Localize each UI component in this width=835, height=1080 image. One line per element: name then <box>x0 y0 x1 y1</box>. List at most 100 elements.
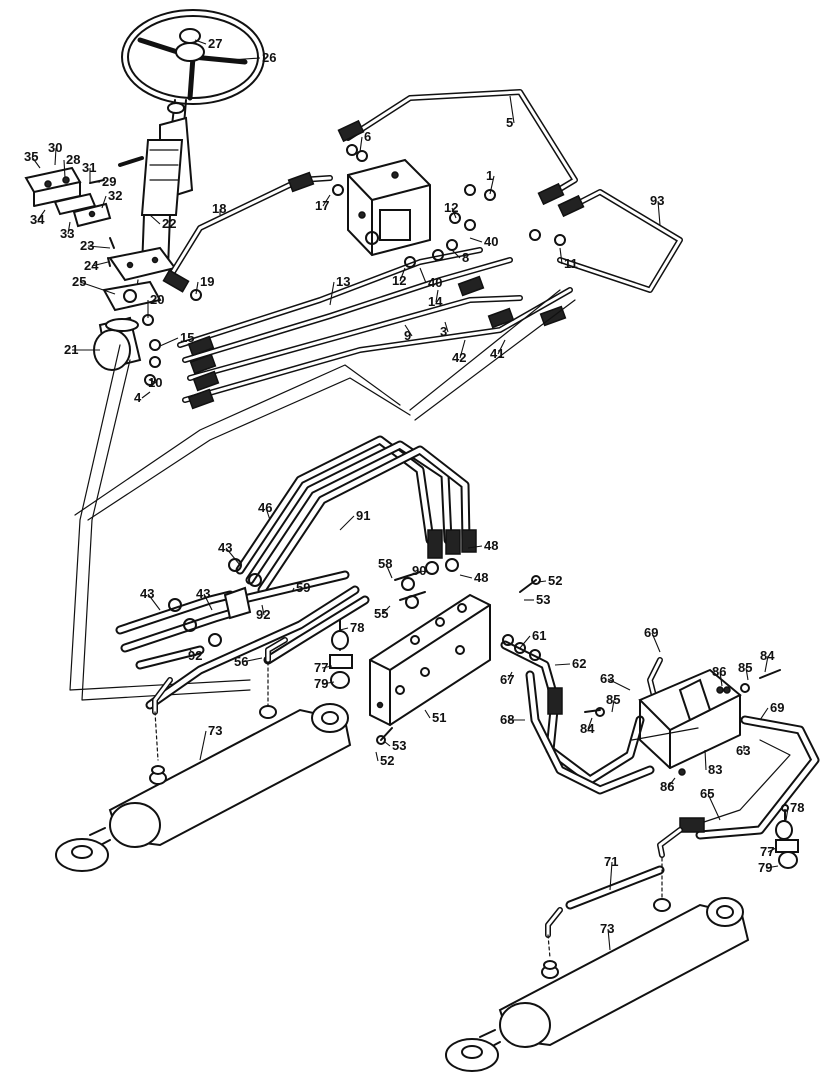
distribution-block <box>369 558 491 727</box>
part-label-12: 12 <box>392 273 406 288</box>
leader-line <box>31 156 41 169</box>
part-label-4: 4 <box>134 390 142 405</box>
leader-line <box>329 281 335 306</box>
leader-line <box>375 751 379 762</box>
leader-line <box>497 339 506 355</box>
leader-line <box>261 604 265 616</box>
part-label-92: 92 <box>256 607 270 622</box>
part-label-55: 55 <box>374 606 388 621</box>
part-label-3: 3 <box>440 324 447 339</box>
leader-line <box>385 563 393 579</box>
part-label-91: 91 <box>356 508 370 523</box>
part-label-77: 77 <box>760 844 774 859</box>
part-label-31: 31 <box>82 160 96 175</box>
part-label-24: 24 <box>84 258 99 273</box>
mounting-bracket-set <box>24 166 115 267</box>
leader-line <box>707 793 721 821</box>
leader-line <box>399 267 406 282</box>
part-label-30: 30 <box>48 140 62 155</box>
part-label-41: 41 <box>490 346 504 361</box>
clamp-upper <box>329 619 353 689</box>
part-label-52: 52 <box>548 573 562 588</box>
part-label-42: 42 <box>452 350 466 365</box>
part-label-23: 23 <box>80 238 94 253</box>
leader-line <box>194 39 207 45</box>
leader-line <box>419 267 427 284</box>
leader-line <box>339 515 355 531</box>
steering-column <box>93 99 194 371</box>
leader-line <box>765 865 779 869</box>
leader-line <box>607 928 611 951</box>
leader-line <box>767 847 777 853</box>
leader-line <box>719 671 723 687</box>
leader-line <box>381 605 391 615</box>
part-label-8: 8 <box>462 250 469 265</box>
leader-line <box>265 507 271 521</box>
leader-line <box>507 671 513 681</box>
part-label-17: 17 <box>315 198 329 213</box>
leader-line <box>159 337 179 347</box>
leader-line <box>339 627 349 631</box>
part-label-6: 6 <box>364 129 371 144</box>
part-label-5: 5 <box>506 115 513 130</box>
part-label-43: 43 <box>140 586 154 601</box>
hydraulic-cylinder-left <box>55 661 352 872</box>
leader-line <box>611 699 615 713</box>
part-label-61: 61 <box>532 628 546 643</box>
part-label-18: 18 <box>212 201 226 216</box>
part-label-73: 73 <box>600 921 614 936</box>
leader-line <box>63 159 66 179</box>
part-label-65: 65 <box>700 786 714 801</box>
hose-bundle-46 <box>235 435 477 595</box>
part-label-90: 90 <box>412 563 426 578</box>
leader-line <box>199 730 207 761</box>
part-label-26: 26 <box>262 50 276 65</box>
part-label-29: 29 <box>102 174 116 189</box>
part-label-52: 52 <box>380 753 394 768</box>
part-label-78: 78 <box>790 800 804 815</box>
part-label-11: 11 <box>564 256 578 271</box>
leader-line <box>195 281 199 295</box>
leader-line <box>149 379 157 384</box>
part-label-83: 83 <box>708 762 722 777</box>
leader-line <box>79 281 116 295</box>
leader-line <box>785 807 789 821</box>
part-label-51: 51 <box>432 710 446 725</box>
part-label-93: 93 <box>650 193 664 208</box>
part-label-10: 10 <box>148 375 162 390</box>
part-label-79: 79 <box>758 860 772 875</box>
leader-line <box>509 95 515 124</box>
left-hose-set <box>115 558 370 710</box>
leader-line <box>241 657 263 663</box>
leader-line <box>359 136 363 153</box>
part-label-43: 43 <box>218 540 232 555</box>
leader-line <box>667 777 676 788</box>
leader-line <box>101 195 107 209</box>
right-hose-set <box>500 634 820 840</box>
leader-line <box>554 663 571 666</box>
steering-wheel <box>121 9 265 105</box>
leader-line <box>91 261 109 267</box>
leader-line <box>764 655 769 673</box>
part-label-59: 59 <box>296 580 310 595</box>
leader-line <box>435 289 439 303</box>
part-label-53: 53 <box>536 592 550 607</box>
leader-line <box>607 678 631 691</box>
leader-line <box>67 221 71 235</box>
leader-line <box>149 214 161 225</box>
part-label-13: 13 <box>336 274 350 289</box>
part-label-12: 12 <box>444 200 458 215</box>
leader-line <box>322 194 331 207</box>
leader-line <box>467 545 483 549</box>
leader-line <box>291 587 295 593</box>
part-label-22: 22 <box>162 216 176 231</box>
leader-line <box>451 249 461 259</box>
part-label-32: 32 <box>108 188 122 203</box>
leader-line <box>609 861 613 891</box>
leader-line <box>537 580 547 583</box>
part-number-labels: 2726353028312932223433232425212019151041… <box>24 36 804 951</box>
control-valve <box>347 158 431 257</box>
leader-line <box>189 649 197 657</box>
